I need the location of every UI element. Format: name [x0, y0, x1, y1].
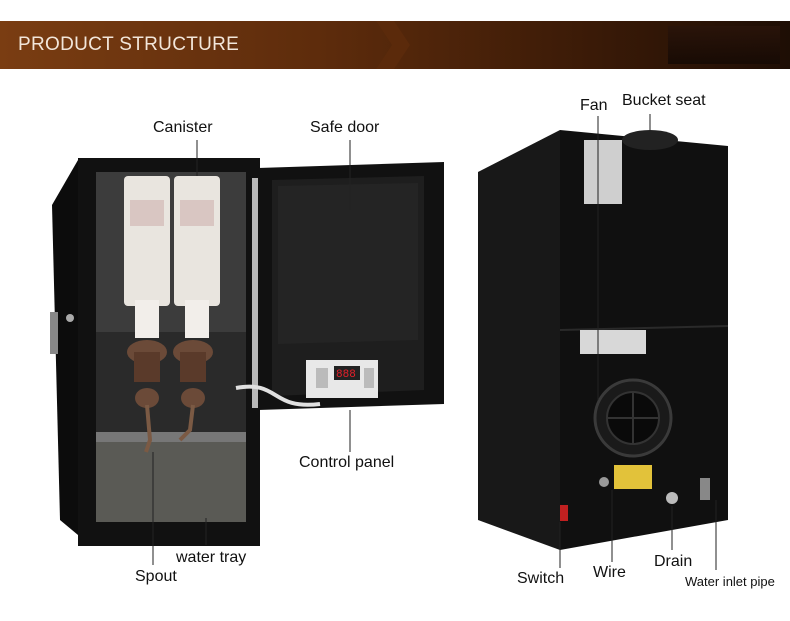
bucket-seat: [622, 130, 678, 150]
safe-door-label: Safe door: [310, 119, 380, 136]
rear-machine: [478, 130, 729, 550]
water-tray-area: [96, 432, 246, 522]
product-structure-banner: PRODUCT STRUCTURE: [0, 21, 790, 69]
water-inlet-pipe-label: Water inlet pipe: [685, 574, 775, 589]
wire-port: [599, 477, 609, 487]
water-tray-label: water tray: [176, 549, 247, 566]
water-inlet: [700, 478, 710, 500]
drain: [666, 492, 678, 504]
banner-title: PRODUCT STRUCTURE: [18, 34, 240, 55]
switch-label: Switch: [517, 570, 565, 587]
front-machine: 888: [50, 158, 444, 546]
banner-arrow-icon: [376, 21, 410, 69]
bucket-seat-label: Bucket seat: [622, 92, 706, 109]
leader-lines: [152, 114, 717, 570]
fan: [593, 378, 673, 458]
canister: [124, 176, 220, 338]
banner-decor: [668, 26, 780, 64]
control-panel: 888: [306, 360, 378, 398]
spout: [127, 340, 213, 453]
spout-label: Spout: [135, 568, 177, 585]
fan-label: Fan: [580, 97, 608, 114]
wire-label: Wire: [593, 564, 626, 581]
control-panel-label: Control panel: [299, 454, 395, 471]
temperature-readout: 888: [336, 369, 356, 381]
power-switch: [560, 505, 568, 521]
canister-label: Canister: [153, 119, 213, 136]
drain-label: Drain: [654, 553, 693, 570]
